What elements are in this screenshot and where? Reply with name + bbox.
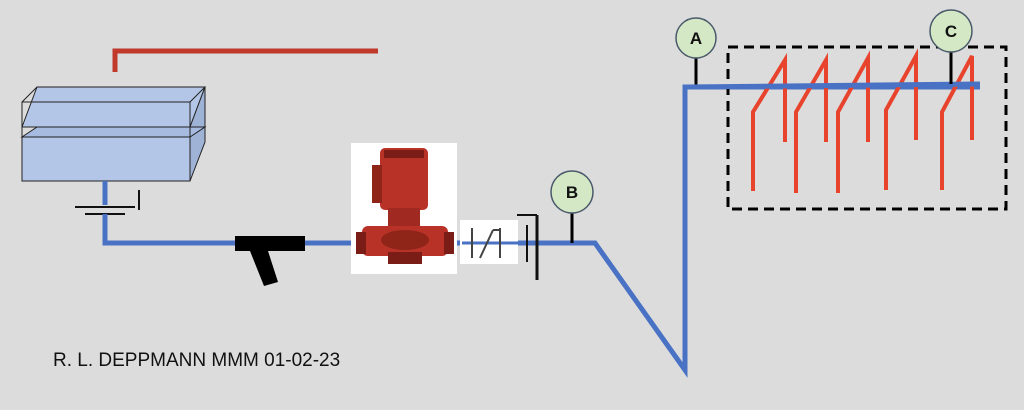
gauge-icon	[675, 17, 717, 59]
water-tank-icon	[20, 86, 207, 182]
gauge-a: A	[675, 17, 717, 87]
sprinkler-main-pipe	[684, 81, 981, 90]
gauge-c-label: C	[945, 22, 957, 41]
strainer-icon	[235, 236, 305, 286]
discharge-valve-icon	[517, 214, 539, 280]
pump-icon	[351, 143, 457, 274]
sprinkler-zone-icon	[726, 45, 1008, 211]
gauge-a-label: A	[690, 29, 702, 48]
gauge-icon	[929, 9, 973, 53]
return-line	[112, 48, 378, 72]
gauge-b-label: B	[566, 183, 578, 202]
credit-text: R. L. DEPPMANN MMM 01-02-23	[53, 350, 340, 371]
gauge-icon	[550, 170, 594, 214]
gauge-b: B	[550, 170, 594, 243]
gauge-c: C	[929, 9, 973, 84]
check-valve-icon	[460, 220, 518, 264]
